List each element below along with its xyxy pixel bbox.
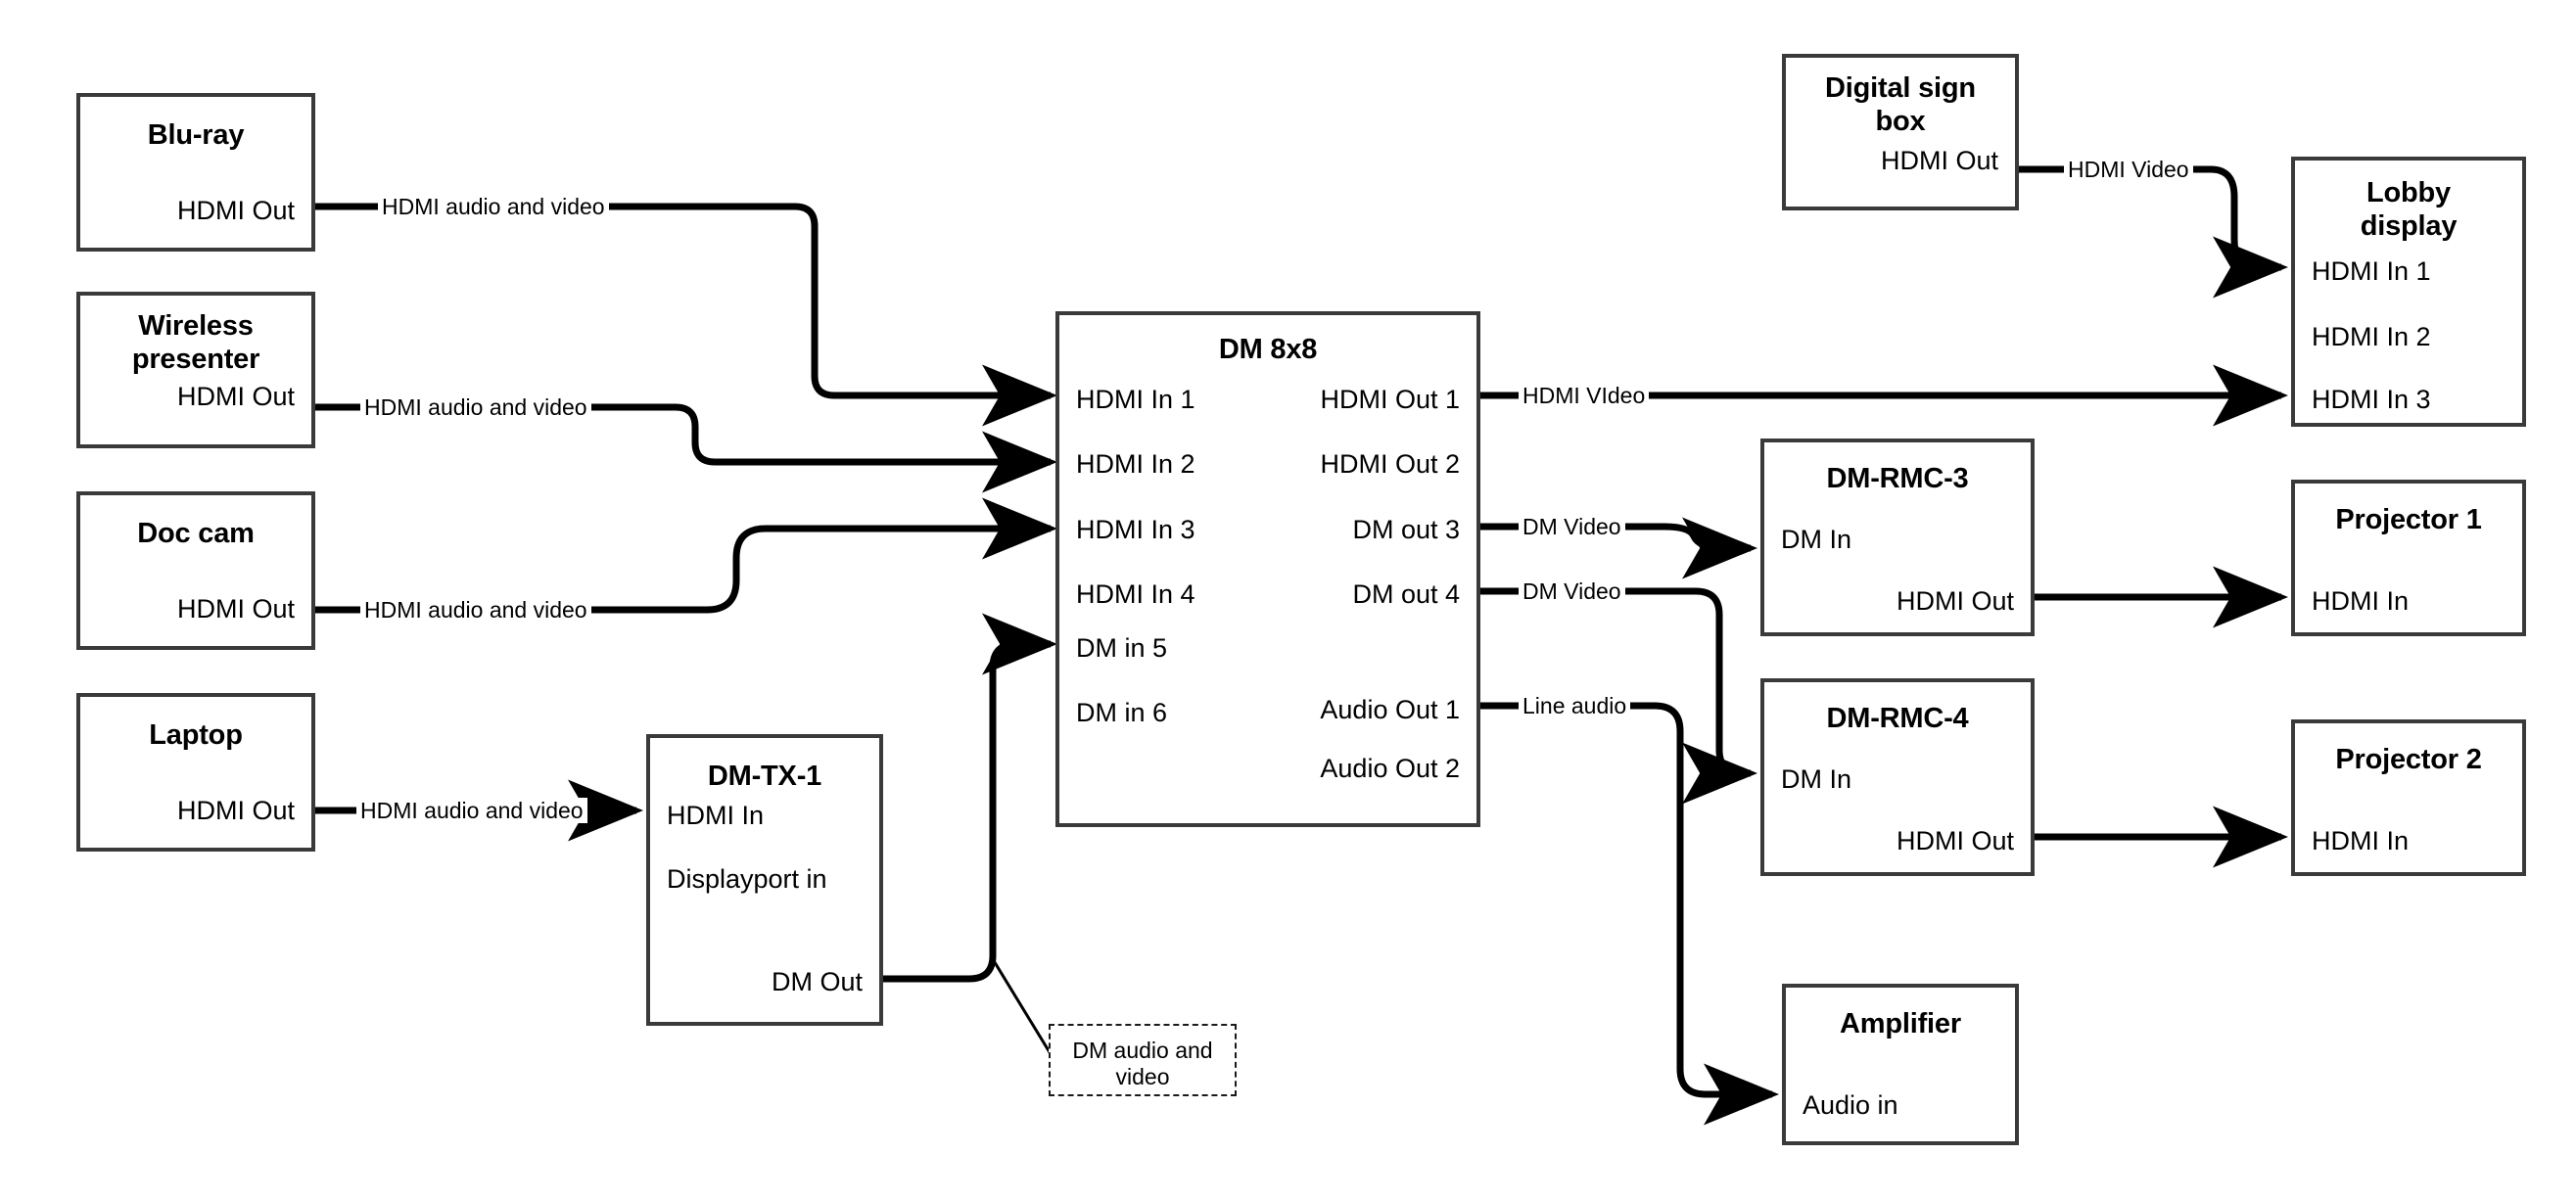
node-dm-8x8-input-hdmi-in-3: HDMI In 3: [1076, 515, 1195, 544]
wire-label-hdmiout1-to-lobby3: HDMI VIdeo: [1519, 383, 1650, 408]
wire-note-leader: [991, 958, 1054, 1058]
node-projector-2-port-hdmi-in: HDMI In: [2312, 826, 2410, 855]
node-doc-cam[interactable]: Doc cam HDMI Out: [76, 491, 315, 650]
node-lobby-display-input-hdmi-in-3: HDMI In 3: [2312, 385, 2431, 414]
node-dm-tx-1-port-dm-out: DM Out: [771, 967, 863, 996]
node-wireless-presenter-port-hdmi-out: HDMI Out: [176, 382, 295, 411]
node-dm-rmc-4-title: DM-RMC-4: [1826, 703, 1969, 734]
node-amplifier[interactable]: Amplifier Audio in: [1782, 984, 2019, 1145]
node-dm-8x8-title: DM 8x8: [1218, 334, 1318, 365]
node-projector-1[interactable]: Projector 1 HDMI In: [2291, 480, 2526, 636]
node-dm-8x8-input-hdmi-in-4: HDMI In 4: [1076, 579, 1195, 609]
node-laptop-title: Laptop: [149, 719, 243, 751]
node-doc-cam-title: Doc cam: [137, 518, 255, 549]
node-dm-8x8-output-hdmi-out-2: HDMI Out 2: [1320, 449, 1460, 479]
node-projector-2[interactable]: Projector 2 HDMI In: [2291, 719, 2526, 876]
node-dm-8x8-output-dm-out-3: DM out 3: [1352, 515, 1460, 544]
wire-label-doccam-to-in3: HDMI audio and video: [360, 597, 591, 623]
node-amplifier-port-audio-in: Audio in: [1803, 1090, 1898, 1120]
node-dm-rmc-3-port-hdmi-out: HDMI Out: [1896, 586, 2014, 616]
node-laptop[interactable]: Laptop HDMI Out: [76, 693, 315, 852]
wire-bluray-to-in1: [315, 203, 1057, 427]
node-dm-8x8-output-audio-out-1: Audio Out 1: [1320, 695, 1460, 724]
node-dm-rmc-3-title: DM-RMC-3: [1826, 463, 1969, 494]
node-dm-8x8-input-hdmi-in-2: HDMI In 2: [1076, 449, 1195, 479]
node-dm-tx-1-title: DM-TX-1: [707, 761, 822, 792]
wire-label-sign-to-lobby1: HDMI Video: [2064, 157, 2193, 182]
node-dm-tx-1[interactable]: DM-TX-1 HDMI In Displayport in DM Out: [646, 734, 883, 1026]
node-projector-1-title: Projector 1: [2335, 504, 2482, 535]
node-dm-8x8[interactable]: DM 8x8 HDMI In 1 HDMI In 2 HDMI In 3 HDM…: [1055, 311, 1480, 827]
node-lobby-display-title: Lobby display: [2360, 177, 2458, 242]
node-doc-cam-port-hdmi-out: HDMI Out: [176, 594, 295, 624]
wire-sign-to-lobby1: [2019, 165, 2288, 299]
node-digital-sign-box[interactable]: Digital sign box HDMI Out: [1782, 54, 2019, 210]
node-wireless-presenter[interactable]: Wireless presenter HDMI Out: [76, 292, 315, 448]
node-dm-8x8-output-audio-out-2: Audio Out 2: [1320, 754, 1460, 783]
node-dm-8x8-input-dm-in-5: DM in 5: [1076, 633, 1168, 663]
node-dm-rmc-3[interactable]: DM-RMC-3 DM In HDMI Out: [1760, 439, 2035, 636]
node-bluray[interactable]: Blu-ray HDMI Out: [76, 93, 315, 252]
node-dm-rmc-4[interactable]: DM-RMC-4 DM In HDMI Out: [1760, 678, 2035, 876]
wire-dmout4-to-rmc4: [1480, 587, 1757, 805]
wire-label-laptop-to-dmtx1: HDMI audio and video: [356, 798, 587, 823]
node-dm-8x8-output-dm-out-4: DM out 4: [1352, 579, 1460, 609]
node-digital-sign-box-title: Digital sign box: [1825, 72, 1976, 137]
wire-label-dmout4-to-rmc4: DM Video: [1519, 578, 1625, 604]
wire-label-audioout1-to-amp: Line audio: [1519, 693, 1631, 718]
wire-audioout1-to-amp: [1480, 702, 1779, 1126]
node-amplifier-title: Amplifier: [1840, 1008, 1961, 1039]
node-lobby-display-input-hdmi-in-1: HDMI In 1: [2312, 256, 2431, 286]
wire-dmtx1-to-in5: [883, 613, 1057, 983]
node-dm-8x8-input-hdmi-in-1: HDMI In 1: [1076, 385, 1195, 414]
node-projector-1-port-hdmi-in: HDMI In: [2312, 586, 2410, 616]
node-bluray-port-hdmi-out: HDMI Out: [176, 196, 295, 225]
wire-label-dmout3-to-rmc3: DM Video: [1519, 514, 1625, 539]
node-bluray-title: Blu-ray: [147, 119, 245, 151]
node-dm-tx-1-port-displayport-in: Displayport in: [667, 864, 827, 894]
wire-label-wireless-to-in2: HDMI audio and video: [360, 394, 591, 420]
note-dm-audio-and-video: DM audio and video: [1049, 1024, 1237, 1096]
node-dm-rmc-3-port-dm-in: DM In: [1781, 525, 1852, 554]
node-dm-tx-1-port-hdmi-in: HDMI In: [667, 801, 765, 830]
wire-label-bluray-to-in1: HDMI audio and video: [378, 194, 609, 219]
node-projector-2-title: Projector 2: [2335, 744, 2482, 775]
node-lobby-display[interactable]: Lobby display HDMI In 1 HDMI In 2 HDMI I…: [2291, 157, 2526, 427]
note-dm-audio-and-video-text: DM audio and video: [1072, 1038, 1213, 1089]
node-dm-8x8-input-dm-in-6: DM in 6: [1076, 698, 1168, 727]
node-laptop-port-hdmi-out: HDMI Out: [176, 796, 295, 825]
node-dm-rmc-4-port-hdmi-out: HDMI Out: [1896, 826, 2014, 855]
node-wireless-presenter-title: Wireless presenter: [131, 310, 260, 375]
node-dm-8x8-output-hdmi-out-1: HDMI Out 1: [1320, 385, 1460, 414]
node-lobby-display-input-hdmi-in-2: HDMI In 2: [2312, 322, 2431, 351]
node-digital-sign-box-port-hdmi-out: HDMI Out: [1880, 146, 1998, 175]
node-dm-rmc-4-port-dm-in: DM In: [1781, 764, 1852, 794]
